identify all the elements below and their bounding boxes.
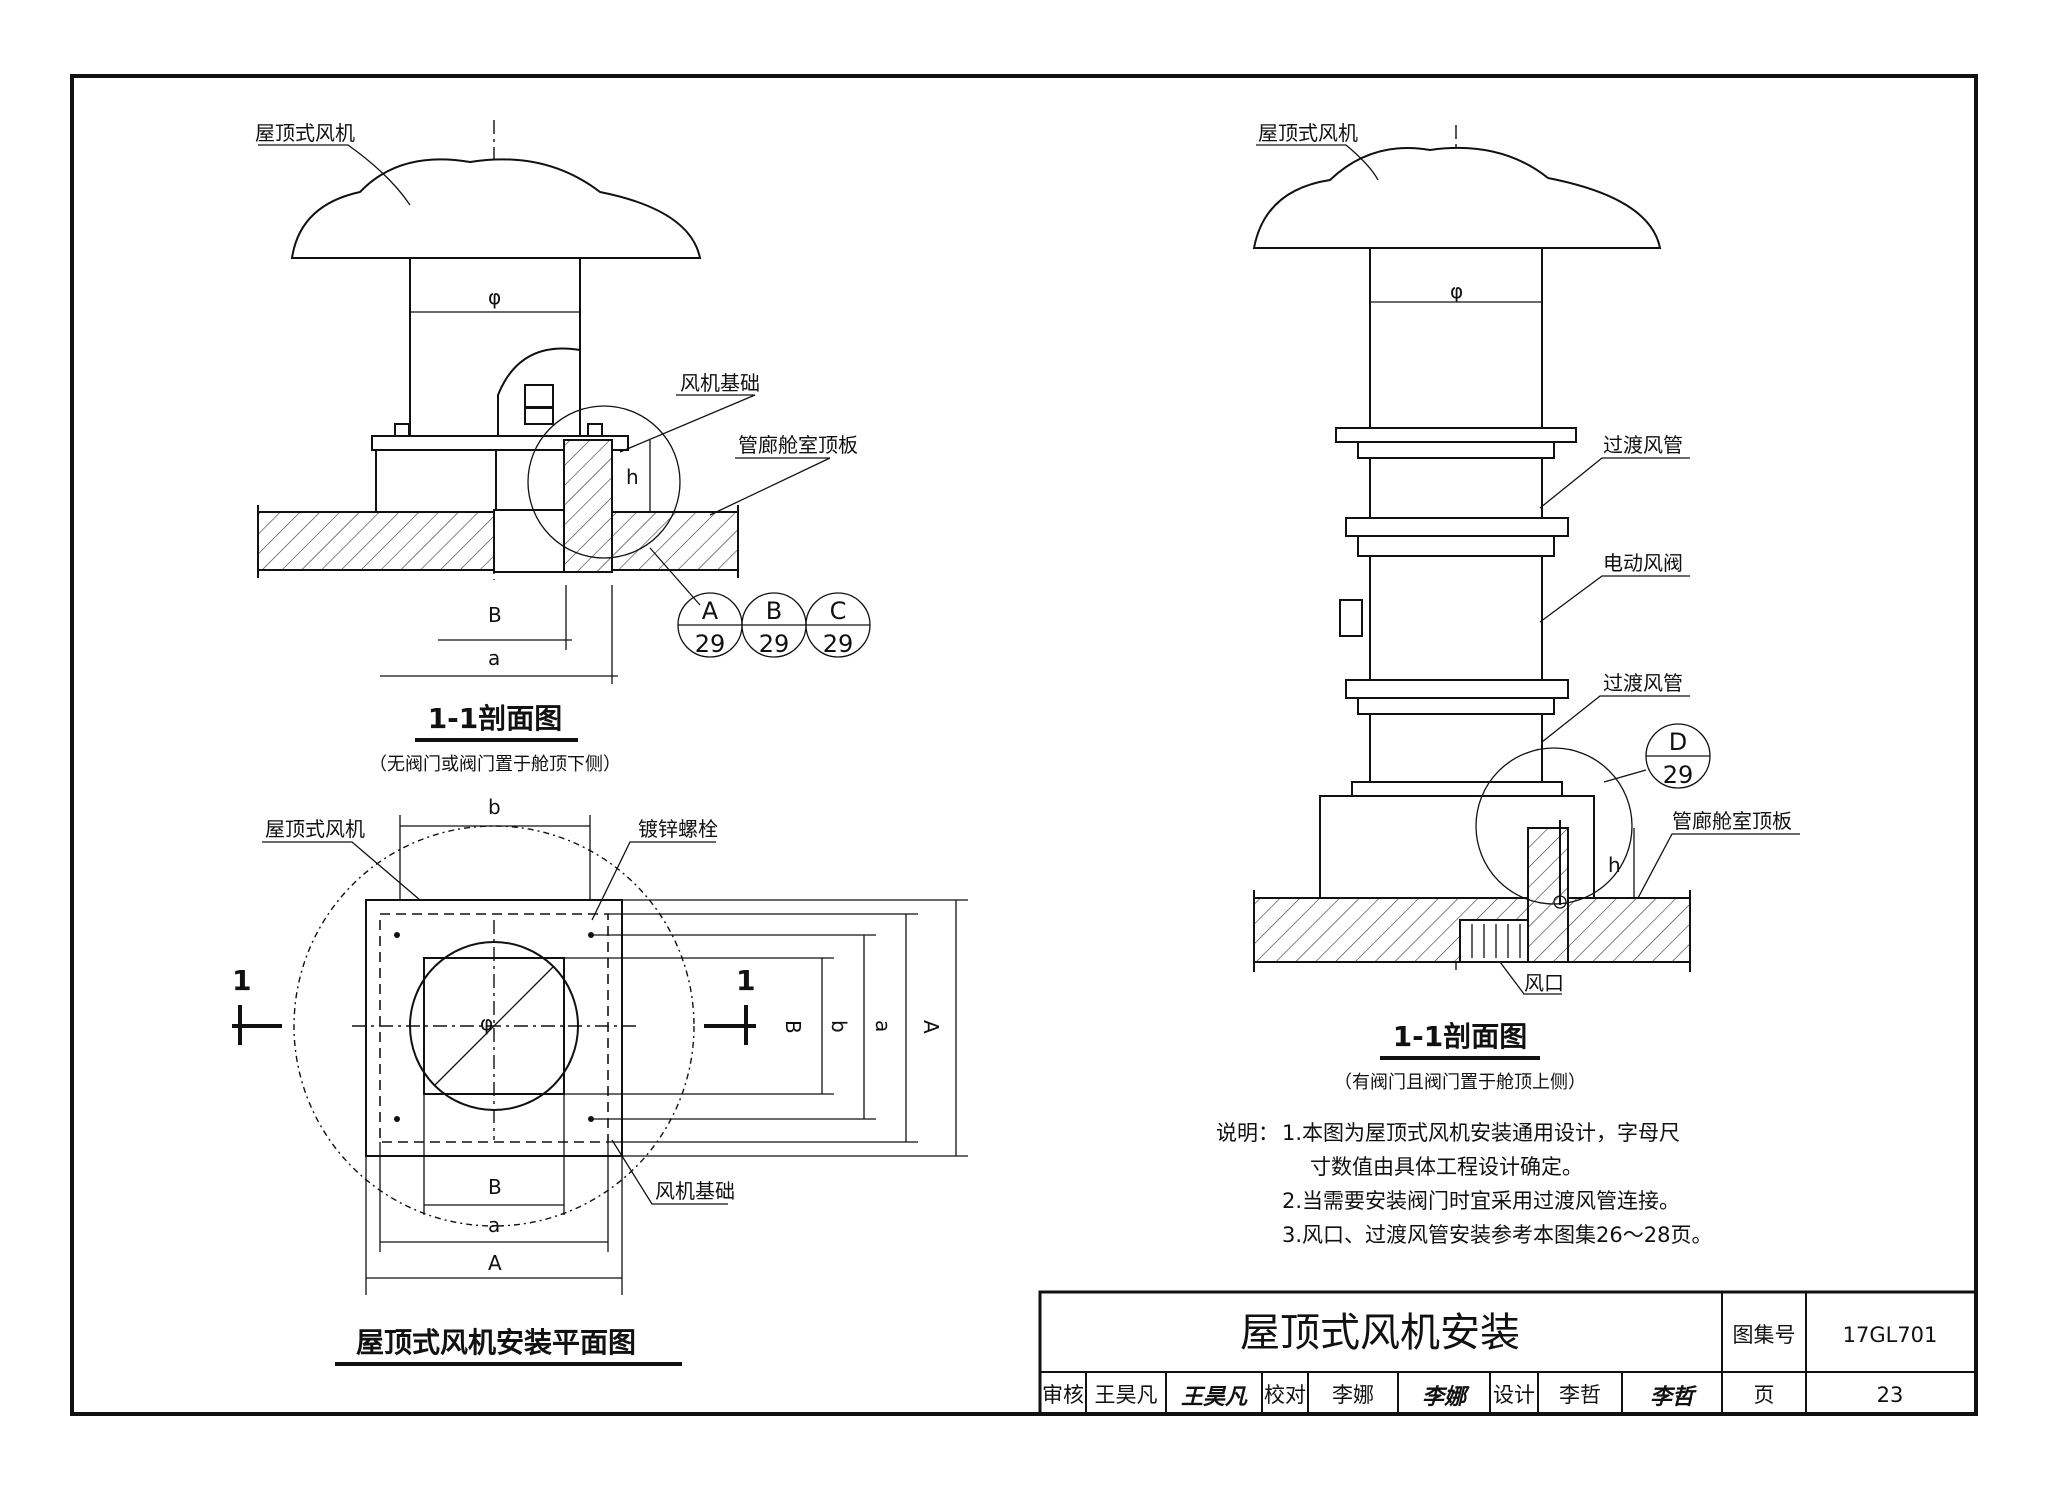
svg-text:29: 29 — [759, 630, 790, 658]
note-line-3: 2.当需要安装阀门时宜采用过渡风管连接。 — [1282, 1189, 1680, 1213]
plan-bolt-label: 镀锌螺栓 — [638, 817, 718, 841]
review-label: 审核 — [1042, 1383, 1084, 1407]
right-transition-duct-2: 过渡风管 — [1603, 671, 1683, 695]
check-label: 校对 — [1264, 1383, 1306, 1407]
plan-dim-B-bottom: B — [488, 1175, 502, 1199]
detail-index-C[interactable]: C 29 — [805, 592, 871, 658]
reviewer-name: 王昊凡 — [1095, 1383, 1158, 1407]
svg-text:C: C — [830, 597, 847, 625]
right-h-label: h — [1608, 853, 1621, 877]
atlas-number: 17GL701 — [1843, 1323, 1938, 1347]
detail-index-A[interactable]: A 29 — [677, 592, 743, 658]
plan-title: 屋顶式风机安装平面图 — [356, 1326, 636, 1359]
designer-name: 李哲 — [1559, 1383, 1601, 1407]
right-electric-damper: 电动风阀 — [1603, 551, 1683, 575]
left-dim-B: B — [488, 603, 502, 627]
design-label: 设计 — [1493, 1383, 1535, 1407]
svg-text:A: A — [702, 597, 719, 625]
plan-dim-a-right: a — [871, 1020, 895, 1032]
plan-section-mark-left: 1 — [232, 964, 251, 997]
reviewer-signature: 王昊凡 — [1181, 1384, 1248, 1410]
plan-view: φ 1 1 b B a A B — [232, 795, 968, 1366]
plan-diameter-label: φ — [480, 1011, 493, 1035]
left-section-title: 1-1剖面图 — [428, 702, 563, 735]
page-number: 23 — [1877, 1383, 1904, 1407]
right-vent-label: 风口 — [1524, 971, 1564, 995]
right-section-view: φ h 屋顶式风机 过渡风 — [1252, 121, 1800, 1093]
drawing-title: 屋顶式风机安装 — [1240, 1310, 1520, 1356]
svg-text:D: D — [1669, 728, 1687, 756]
page-label: 页 — [1754, 1383, 1775, 1407]
checker-name: 李娜 — [1332, 1383, 1374, 1407]
title-block: 屋顶式风机安装 图集号 17GL701 审核 王昊凡 王昊凡 校对 李娜 李娜 … — [1038, 1290, 1978, 1416]
sheet-border — [70, 74, 1978, 1416]
designer-signature: 李哲 — [1650, 1384, 1697, 1410]
left-section-view: φ h B a 屋顶式风机 风机基础 管廊舱室顶板 — [255, 120, 871, 775]
note-line-1: 1.本图为屋顶式风机安装通用设计，字母尺 — [1282, 1121, 1680, 1145]
plan-dim-a-bottom: a — [488, 1213, 500, 1237]
svg-text:29: 29 — [1663, 761, 1694, 789]
right-section-subtitle: （有阀门且阀门置于舱顶上侧） — [1334, 1072, 1586, 1093]
left-h-label: h — [626, 465, 639, 489]
left-foundation-label: 风机基础 — [680, 371, 760, 395]
svg-text:29: 29 — [695, 630, 726, 658]
left-section-subtitle: （无阀门或阀门置于舱顶下侧） — [369, 754, 621, 775]
left-diameter-label: φ — [488, 285, 501, 309]
left-fan-label: 屋顶式风机 — [255, 121, 355, 145]
plan-dim-B-right: B — [781, 1020, 805, 1034]
svg-text:B: B — [766, 597, 782, 625]
plan-foundation-label: 风机基础 — [655, 1179, 735, 1203]
right-diameter-label: φ — [1450, 279, 1463, 303]
plan-dim-A-bottom: A — [488, 1251, 502, 1275]
detail-index-D[interactable]: D 29 — [1645, 723, 1711, 789]
plan-section-mark-right: 1 — [736, 964, 755, 997]
right-fan-label: 屋顶式风机 — [1258, 121, 1358, 145]
notes-block: 说明： 1.本图为屋顶式风机安装通用设计，字母尺 寸数值由具体工程设计确定。 2… — [1216, 1121, 1712, 1247]
right-section-title: 1-1剖面图 — [1393, 1020, 1528, 1053]
left-dim-a: a — [488, 646, 500, 670]
checker-signature: 李娜 — [1422, 1384, 1470, 1410]
plan-dim-b-right: b — [827, 1020, 851, 1033]
note-line-4: 3.风口、过渡风管安装参考本图集26～28页。 — [1282, 1223, 1712, 1247]
plan-dim-b-top: b — [488, 795, 501, 819]
right-slab-label: 管廊舱室顶板 — [1672, 809, 1792, 833]
right-transition-duct-1: 过渡风管 — [1603, 433, 1683, 457]
atlas-label: 图集号 — [1733, 1323, 1796, 1347]
plan-fan-label: 屋顶式风机 — [265, 817, 365, 841]
detail-index-B[interactable]: B 29 — [741, 592, 807, 658]
note-line-2: 寸数值由具体工程设计确定。 — [1310, 1155, 1583, 1179]
left-slab-label: 管廊舱室顶板 — [738, 433, 858, 457]
svg-text:29: 29 — [823, 630, 854, 658]
plan-dim-A-right: A — [919, 1020, 943, 1034]
notes-prefix: 说明： — [1216, 1121, 1279, 1145]
